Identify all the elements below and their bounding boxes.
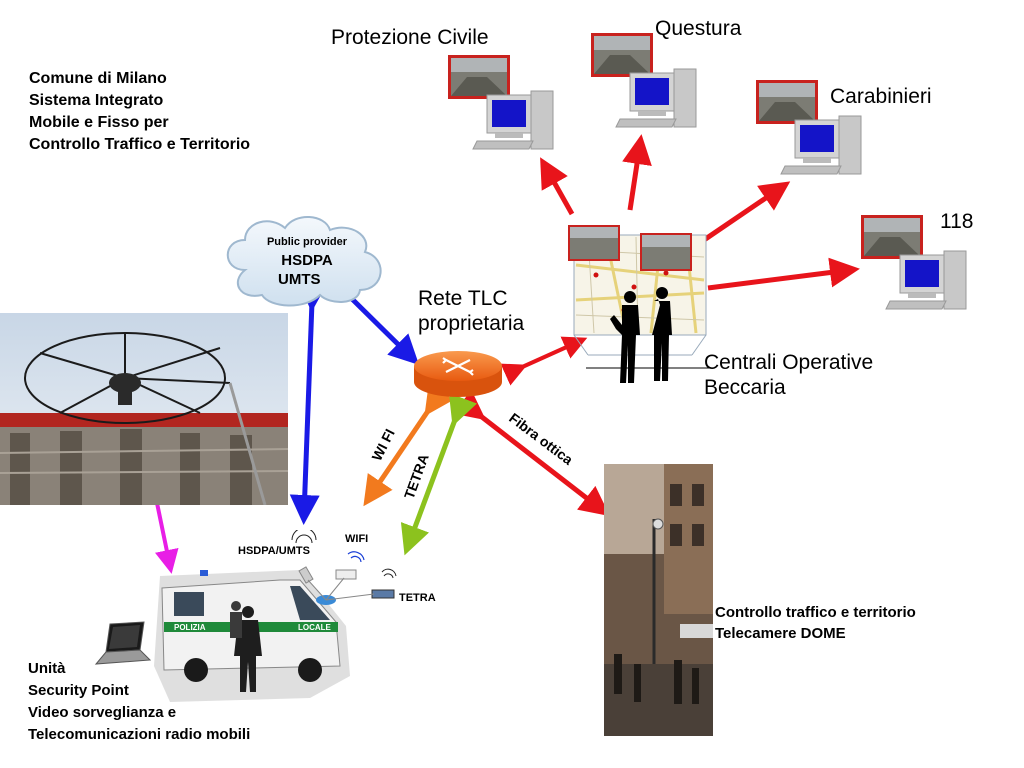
arrow-to-carabinieri	[702, 181, 791, 243]
arrow-fibra-ottica	[453, 389, 610, 517]
arrow-cloud-router	[320, 267, 420, 366]
router-label-line: Rete TLC	[418, 287, 508, 310]
router-icon	[414, 351, 502, 397]
unit-label-line: Telecomunicazioni radio mobili	[28, 726, 251, 743]
router-label-line: proprietaria	[418, 312, 525, 335]
centrali-labels: Centrali Operative Beccaria	[704, 350, 873, 400]
laptop-icon	[92, 620, 152, 675]
unit-label-line: Security Point	[28, 682, 129, 699]
station-label-questura: Questura	[655, 17, 742, 40]
arrow-to-118	[707, 257, 860, 291]
unit-label-line: Video sorveglianza e	[28, 704, 177, 721]
title-line: Sistema Integrato	[29, 92, 164, 109]
workstation-protezione-civile	[447, 55, 557, 160]
svg-text:LOCALE: LOCALE	[298, 623, 332, 632]
dome-label-line: Telecamere DOME	[715, 625, 846, 642]
van-label-wifi: WIFI	[345, 533, 369, 545]
dome-label-line: Controllo traffico e territorio	[715, 604, 916, 621]
station-label-118: 118	[940, 210, 974, 233]
svg-text:POLIZIA: POLIZIA	[174, 623, 206, 632]
drone-stadium-photo	[0, 313, 288, 505]
arrow-cloud-van	[289, 281, 328, 525]
station-label-carabinieri: Carabinieri	[830, 85, 932, 108]
title-block: Comune di Milano Sistema Integrato Mobil…	[29, 68, 250, 156]
title-line: Mobile e Fisso per	[29, 114, 169, 131]
van-network-icons	[284, 527, 402, 613]
title-line: Comune di Milano	[29, 70, 167, 87]
centrali-label-line: Beccaria	[704, 376, 786, 399]
centrali-operative-graphic	[566, 225, 716, 390]
dome-camera-street-photo	[604, 464, 713, 736]
arrow-to-questura	[622, 134, 652, 211]
cloud-provider-label: Public provider	[266, 236, 348, 248]
workstation-questura	[590, 33, 700, 138]
title-line: Controllo Traffico e Territorio	[29, 136, 251, 153]
workstation-carabinieri	[755, 80, 865, 185]
router-labels: Rete TLC proprietaria	[418, 286, 524, 336]
unit-labels: Unità Security Point Video sorveglianza …	[28, 658, 250, 746]
link-label-fibra: Fibra ottica	[506, 410, 576, 468]
arrow-router-centrali	[500, 336, 588, 386]
cloud-hsdpa-label: HSDPA	[281, 252, 333, 269]
dome-labels: Controllo traffico e territorio Telecame…	[715, 602, 916, 644]
centrali-label-line: Centrali Operative	[704, 351, 874, 374]
arrow-tetra	[400, 393, 478, 556]
van-label-hsdpa: HSDPA/UMTS	[238, 545, 310, 557]
workstation-118	[860, 215, 970, 320]
cloud-umts-label: UMTS	[278, 271, 321, 288]
arrow-to-protezione-civile	[540, 157, 575, 216]
van-label-tetra: TETRA	[399, 592, 436, 604]
security-van-photo: POLIZIA LOCALE	[150, 566, 350, 711]
station-label-protezione-civile: Protezione Civile	[331, 26, 489, 49]
cloud-icon	[226, 215, 382, 307]
cloud-labels: Public provider HSDPA UMTS	[262, 236, 352, 289]
unit-label-line: Unità	[28, 660, 66, 677]
